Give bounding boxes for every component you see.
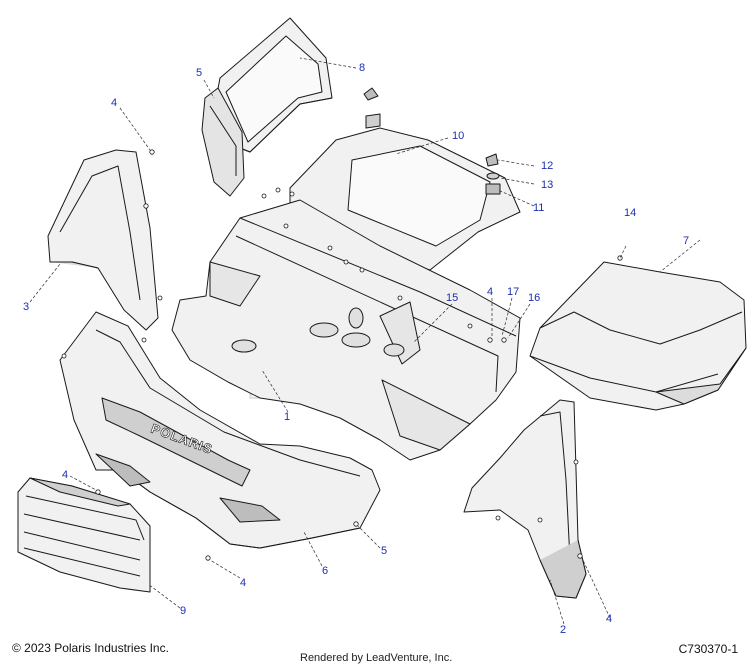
callout-5-bumper: 5: [381, 545, 388, 557]
callout-4-grille: 4: [62, 469, 69, 481]
callout-14: 14: [624, 207, 637, 219]
callout-4-top-left: 4: [111, 97, 118, 109]
callout-4-bumper: 4: [240, 577, 247, 589]
part-6-front-bumper: [59, 311, 381, 549]
callout-2: 2: [560, 624, 567, 636]
part-5-side-trim: [201, 87, 245, 197]
callout-12: 12: [541, 160, 554, 172]
part-8-upper-panel: [213, 17, 333, 153]
callout-11: 11: [533, 202, 545, 214]
callout-7: 7: [683, 235, 690, 247]
leader-lines: [29, 57, 701, 625]
callout-15: 15: [446, 292, 459, 304]
callout-4-dash: 4: [487, 286, 494, 298]
part-2-right-fender: [463, 399, 587, 599]
drawing-number: C730370-1: [678, 642, 738, 656]
callout-5-trim: 5: [196, 67, 203, 79]
callout-6: 6: [322, 565, 329, 577]
callout-4-fender: 4: [606, 613, 613, 625]
part-7-right-panel: [529, 261, 747, 411]
hood-latch-hardware: [485, 153, 501, 195]
copyright-notice: © 2023 Polaris Industries Inc.: [12, 641, 169, 655]
callout-1: 1: [284, 411, 291, 423]
callout-10: 10: [452, 130, 465, 142]
callout-16: 16: [528, 292, 541, 304]
fasteners: [61, 149, 623, 561]
rendered-by-credit: Rendered by LeadVenture, Inc.: [300, 652, 453, 664]
part-1-dash-frame: [171, 199, 521, 461]
part-9-lower-grille: [17, 477, 151, 593]
callout-13: 13: [541, 179, 554, 191]
callout-9: 9: [180, 605, 187, 617]
part-3-left-fender: [47, 149, 159, 331]
callout-8: 8: [359, 62, 366, 74]
callout-3: 3: [23, 301, 30, 313]
callout-17: 17: [507, 286, 520, 298]
